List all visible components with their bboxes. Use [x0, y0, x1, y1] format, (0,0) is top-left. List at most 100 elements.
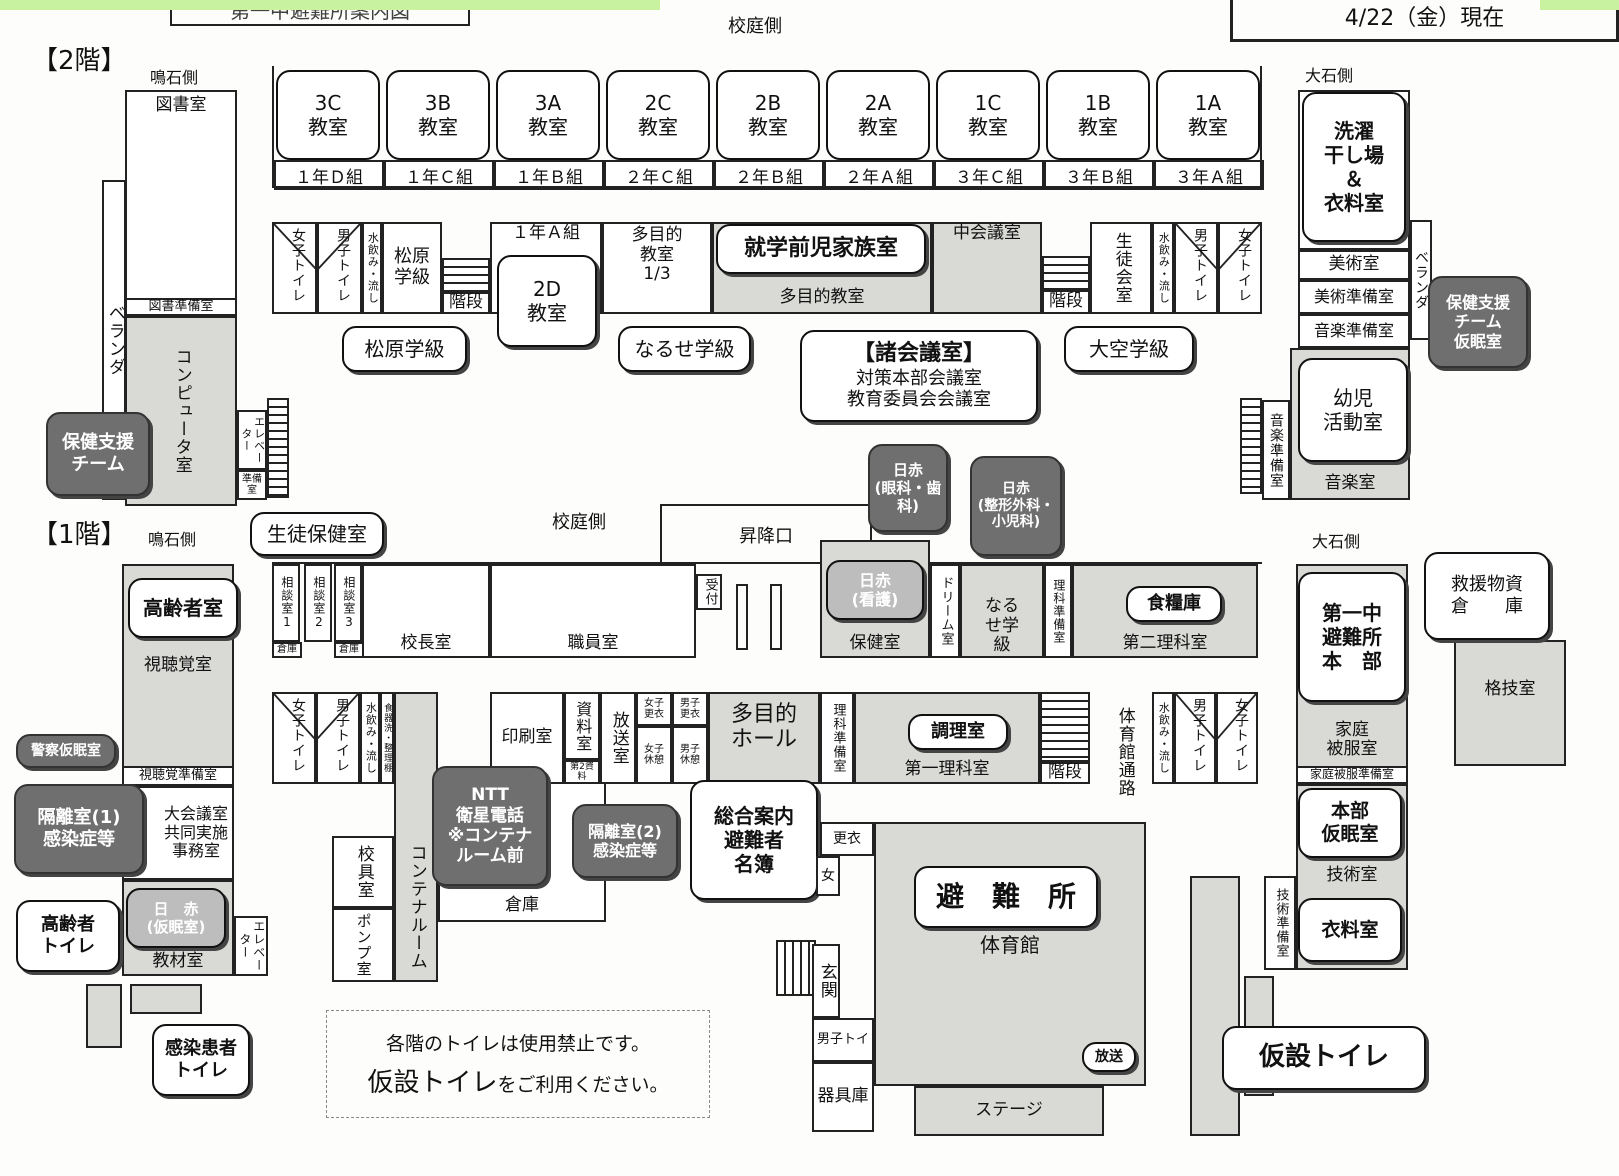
notice-line-2: 仮設トイレをご利用ください。	[367, 1068, 669, 1098]
health-team-bubble-right: 保健支援 チーム 仮眠室	[1428, 276, 1528, 368]
art-prep: 美術準備室	[1298, 280, 1410, 314]
classroom-name: 3C	[314, 91, 342, 115]
dream-room: ドリーム室	[930, 564, 960, 658]
home-ec-prep: 家庭被服準備室	[1296, 766, 1408, 784]
corridor-f2-line-r	[1260, 66, 1262, 188]
mid-meeting-room: 中会議室	[932, 222, 1042, 314]
stairs-label-f2-right: 階段	[1042, 290, 1090, 314]
nisseki-2-bubble: 日赤 (眼科・歯科)	[868, 444, 948, 532]
infant-room-bubble: 幼児 活動室	[1298, 358, 1408, 462]
girls-rest: 女子休憩	[636, 726, 672, 784]
boys-toilet-f2-left: 男子トイレ	[317, 222, 362, 314]
classroom-sub: 教室	[748, 115, 788, 139]
student-health-bubble: 生徒保健室	[250, 512, 384, 556]
classroom-sub: 教室	[1188, 115, 1228, 139]
stairs-label-f2-left: 階段	[442, 292, 490, 314]
stairs-f2-left	[442, 258, 490, 292]
science-prep-2: 理科準備室	[820, 692, 854, 784]
stairs-f2-right	[1042, 256, 1090, 290]
staff-room: 職員室	[490, 564, 696, 658]
class-group-label: ３年Ｂ組	[1044, 160, 1154, 190]
boys-toilet-f1-left: 男子トイレ	[316, 692, 360, 784]
prep-small: 準備室	[237, 470, 267, 500]
header-date-box: 4/22（金）現在	[1230, 0, 1619, 42]
reception: 受付	[696, 574, 722, 610]
outer-stairs-f2-left	[267, 398, 289, 498]
clothing-bubble: 衣料室	[1298, 898, 1402, 962]
tech-prep: 技術準備室	[1264, 876, 1296, 970]
multipurpose-third: 多目的 教室 1/3	[602, 222, 712, 314]
stairs-f1-right	[1040, 692, 1090, 762]
temp-toilet-bubble: 仮設トイレ	[1222, 1026, 1426, 1090]
floor1-east-label: 大石側	[1312, 532, 1361, 551]
classroom-name: 2C	[644, 91, 672, 115]
science-prep-f1: 理科準備室	[1044, 564, 1072, 658]
room-2d-bubble: 2D 教室	[497, 255, 597, 347]
classroom-sub: 教室	[1078, 115, 1118, 139]
relief-storage-bubble: 救援物資 倉 庫	[1424, 552, 1550, 640]
materials-2: 第2資料	[564, 760, 600, 784]
floor1-courtyard-label: 校庭側	[552, 512, 606, 533]
boys-rest: 男子休憩	[672, 726, 708, 784]
onna-room: 女	[816, 856, 840, 896]
elderly-room-bubble: 高齢者室	[128, 578, 238, 638]
girls-change: 女子更衣	[636, 692, 672, 726]
elevator-f2: エレベーター	[237, 410, 267, 470]
nisseki-3-bubble: 日赤 (整形外科・小児科)	[970, 456, 1062, 556]
class-group-label: １年Ｃ組	[384, 160, 494, 190]
consult-1: 相談室1	[272, 564, 300, 642]
student-council: 生徒会室	[1090, 222, 1152, 314]
laundry-bubble: 洗濯 干し場 ＆ 衣料室	[1302, 92, 1406, 242]
class-group-label: ２年Ｂ組	[714, 160, 824, 190]
storage-small-1: 倉庫	[272, 642, 302, 658]
corridor-f1-top	[272, 562, 1262, 564]
classroom-sub: 教室	[968, 115, 1008, 139]
floor1-west-label: 鳴石側	[148, 530, 197, 549]
temp-toilet-block-1	[1190, 876, 1240, 1136]
class-group-label: ２年Ａ組	[824, 160, 934, 190]
header-date: 4/22（金）現在	[1344, 6, 1505, 31]
outer-stairs-f2-right	[1240, 398, 1262, 494]
ntt-phone-bubble: NTT 衛星電話 ※コンテナ ルーム前	[432, 766, 548, 886]
entrance: 玄関	[812, 944, 840, 1018]
classroom-name: 2B	[754, 91, 782, 115]
boys-toilet-f1-right: 男子トイレ	[1174, 692, 1216, 784]
top-green-bar	[0, 0, 660, 10]
classroom-name: 2A	[864, 91, 892, 115]
boys-toilet-small: 男子トイ	[812, 1018, 874, 1062]
martial-arts: 格技室	[1454, 640, 1566, 766]
water-f1-right: 水飲み・流し	[1152, 692, 1174, 784]
library-prep: 図書準備室	[125, 298, 237, 316]
girls-toilet-f1-left: 女子トイレ	[272, 692, 316, 784]
stairs-gym	[776, 940, 816, 996]
storage-small-2: 倉庫	[334, 642, 364, 658]
boys-change: 男子更衣	[672, 692, 708, 726]
nisseki-1-bubble: 日赤 (看護)	[826, 560, 924, 620]
classroom-sub: 教室	[858, 115, 898, 139]
classroom-name: 1B	[1084, 91, 1112, 115]
container-room: コンテナルーム	[394, 692, 438, 982]
infection-toilet-block	[130, 984, 202, 1014]
girls-toilet-f2-left: 女子トイレ	[272, 222, 317, 314]
isolation-1-bubble: 隔離室(1) 感染症等	[14, 784, 144, 874]
stage: ステージ	[914, 1086, 1104, 1136]
corridor-f2-line	[272, 66, 274, 188]
gym-path: 体育館通路	[1114, 707, 1135, 797]
floor2-west-label: 鳴石側	[150, 68, 199, 87]
art-room: 美術室	[1298, 250, 1410, 280]
ozora-bubble: 大空学級	[1064, 326, 1194, 372]
materials-room: 資料室	[564, 692, 600, 760]
elderly-toilet-block	[86, 984, 122, 1048]
principal-room: 校長室	[362, 564, 490, 658]
meeting-rooms-bubble: 【諸会議室】 対策本部会議室 教育委員会会議室	[800, 330, 1038, 422]
first-chu-hq-bubble: 第一中 避難所 本 部	[1298, 572, 1406, 702]
classroom-sub: 教室	[418, 115, 458, 139]
naruse-bubble: なるせ学級	[618, 326, 751, 372]
